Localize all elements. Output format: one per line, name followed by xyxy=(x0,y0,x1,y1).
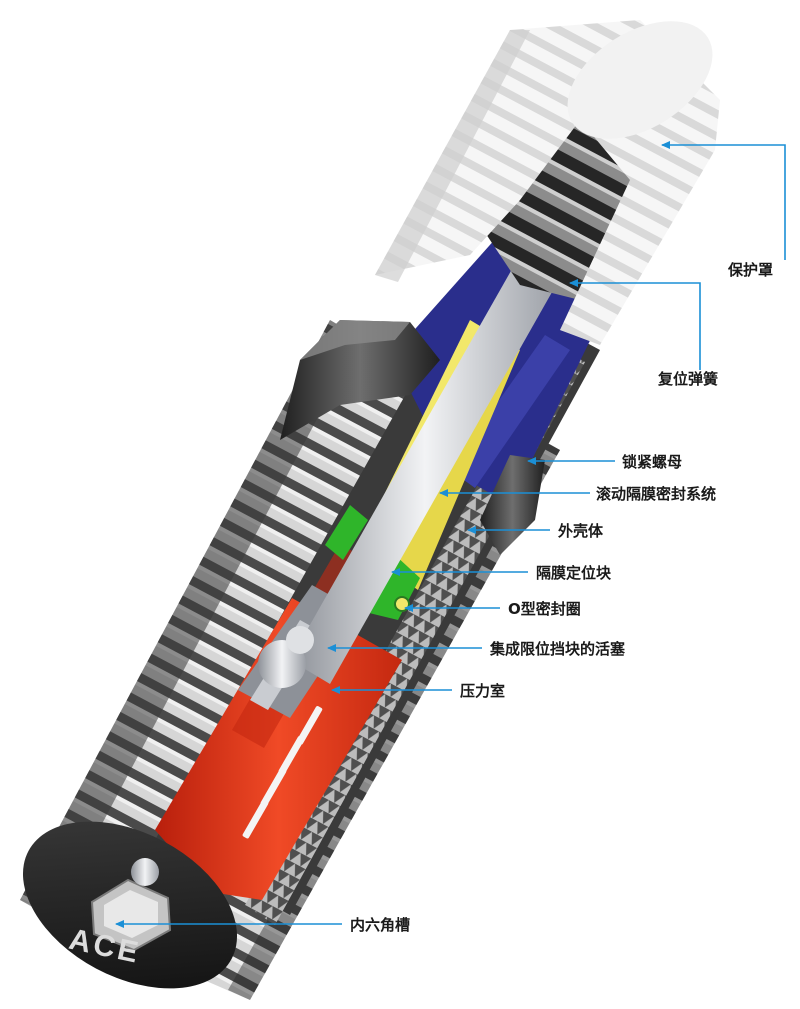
label-pressure-chamber: 压力室 xyxy=(460,682,505,700)
end-face: ACE xyxy=(22,821,238,989)
orifice-slots xyxy=(242,706,323,839)
label-return-spring: 复位弹簧 xyxy=(657,370,718,388)
callouts xyxy=(115,141,786,928)
end-ball xyxy=(131,858,159,886)
label-hex-socket: 内六角槽 xyxy=(350,916,410,934)
label-protective-cap: 保护罩 xyxy=(727,261,773,279)
label-lock-nut: 锁紧螺母 xyxy=(622,453,682,471)
label-piston: 集成限位挡块的活塞 xyxy=(489,640,626,658)
label-seal-system: 滚动隔膜密封系统 xyxy=(596,485,716,503)
label-outer-body: 外壳体 xyxy=(557,522,604,540)
callout-return-spring xyxy=(569,279,701,370)
callout-labels: 保护罩 复位弹簧 锁紧螺母 滚动隔膜密封系统 外壳体 隔膜定位块 O型密封圈 集… xyxy=(350,261,773,934)
label-o-ring: O型密封圈 xyxy=(508,600,581,618)
shock-absorber-illustration: ACE xyxy=(20,20,720,1000)
callout-protective-cap xyxy=(661,141,786,260)
label-positioner: 隔膜定位块 xyxy=(536,564,612,582)
lock-nut-shape xyxy=(280,320,440,440)
o-ring-shape xyxy=(394,596,410,612)
protective-cap-shape xyxy=(375,20,720,345)
